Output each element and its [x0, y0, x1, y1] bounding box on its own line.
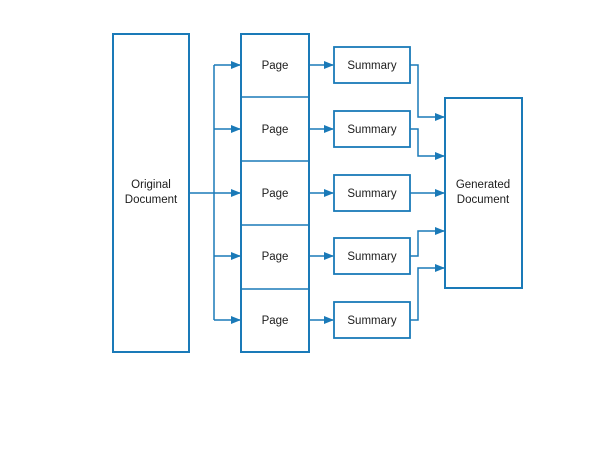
generated-document-label-line2: Document [457, 194, 510, 206]
generated-document-label-line1: Generated [456, 179, 510, 191]
summary-label-2: Summary [347, 124, 396, 136]
original-document-box [112, 33, 190, 353]
merge-arrow-1 [410, 64, 445, 121]
summary-box-4 [333, 237, 411, 275]
summary-node-4: Summary [333, 237, 411, 275]
generated-document-box [444, 97, 523, 289]
summary-node-1: Summary [333, 46, 411, 84]
summary-node-2: Summary [333, 110, 411, 148]
page-label-5: Page [262, 315, 289, 327]
original-document-label-line2: Document [125, 194, 178, 206]
summary-to-generated-connectors [410, 64, 445, 321]
page-label-4: Page [262, 251, 289, 263]
summary-column: Summary Summary Summary Summary Summary [333, 46, 411, 339]
page-label-3: Page [262, 188, 289, 200]
summary-box-2 [333, 110, 411, 148]
page-label-2: Page [262, 124, 289, 136]
page-column-outline [240, 33, 310, 353]
merge-arrow-5 [410, 264, 445, 321]
summary-label-4: Summary [347, 251, 396, 263]
generated-document-node: Generated Document [444, 97, 523, 289]
page-to-summary-arrows [309, 61, 334, 324]
summary-label-5: Summary [347, 315, 396, 327]
summary-node-3: Summary [333, 174, 411, 212]
merge-arrow-4 [410, 227, 445, 257]
original-document-label-line1: Original [131, 179, 171, 191]
summary-node-5: Summary [333, 301, 411, 339]
fanout-connectors [189, 61, 241, 324]
page-column: Page Page Page Page Page [240, 33, 310, 353]
original-document-node: Original Document [112, 33, 190, 353]
summary-label-1: Summary [347, 60, 396, 72]
merge-arrow-2 [410, 128, 445, 160]
page-label-1: Page [262, 60, 289, 72]
summary-label-3: Summary [347, 188, 396, 200]
summary-box-1 [333, 46, 411, 84]
